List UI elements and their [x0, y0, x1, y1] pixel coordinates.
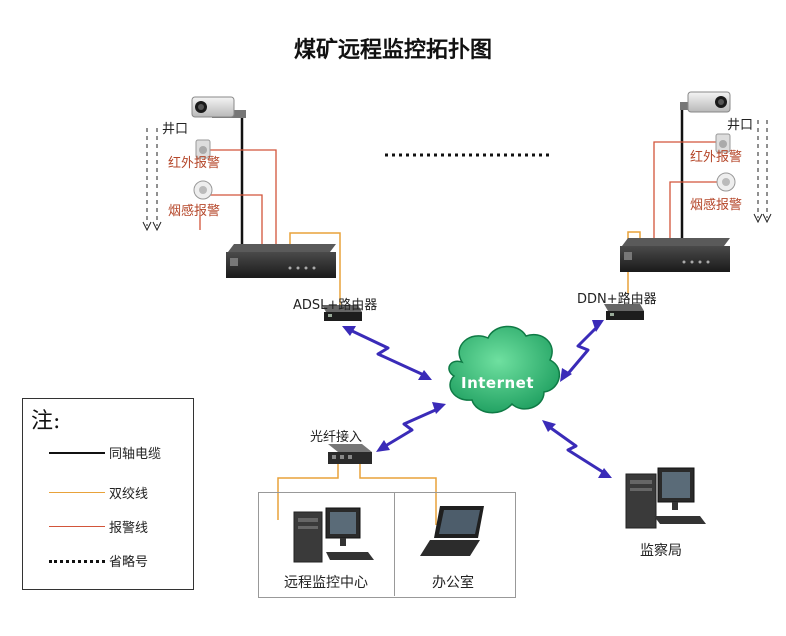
legend-swatch-ellipsis — [49, 560, 105, 563]
legend-item-twisted-pair: 双绞线 — [23, 482, 193, 502]
fiber-switch-icon — [328, 444, 372, 464]
right-well-label: 井口 — [727, 118, 754, 133]
right-ir-sensor-icon — [715, 133, 731, 153]
right-dvr-icon — [620, 238, 730, 272]
supervision-computer-icon — [625, 467, 706, 529]
wireless-link-fiber — [376, 402, 446, 452]
left-dvr-icon — [226, 244, 336, 278]
legend-swatch-alarm-line — [49, 526, 105, 527]
supervision-bureau-label: 监察局 — [640, 543, 682, 559]
left-dashed-arrow-1 — [142, 128, 152, 232]
office-group-divider — [394, 492, 395, 596]
fiber-twisted-pair-office — [359, 464, 437, 525]
legend-title: 注: — [31, 409, 61, 434]
wireless-link-left — [342, 326, 432, 380]
wireless-link-right — [560, 320, 604, 382]
right-ir-alarm-label: 红外报警 — [690, 150, 743, 165]
right-router-label: DDN+路由器 — [577, 292, 657, 307]
fiber-access-label: 光纤接入 — [310, 430, 363, 445]
office-label: 办公室 — [432, 575, 474, 591]
left-alarm-line-smoke — [210, 194, 263, 244]
monitoring-center-label: 远程监控中心 — [284, 575, 368, 591]
right-dashed-arrow-1 — [753, 120, 763, 224]
legend-swatch-twisted-pair — [49, 492, 105, 493]
wireless-link-supervision — [542, 420, 612, 478]
right-alarm-line-smoke — [669, 181, 718, 238]
legend-label-ellipsis: 省略号 — [109, 555, 149, 570]
left-ir-alarm-label: 红外报警 — [168, 156, 221, 171]
right-smoke-sensor-icon — [716, 172, 736, 192]
legend-swatch-coax — [49, 452, 105, 454]
legend-label-coax: 同轴电缆 — [109, 447, 162, 462]
left-twisted-pair — [289, 232, 341, 305]
center-computer-icon — [293, 507, 374, 563]
left-smoke-sensor-icon — [193, 180, 213, 200]
left-camera-icon — [191, 96, 246, 118]
left-alarm-line-ir — [210, 149, 277, 244]
right-smoke-alarm-label: 烟感报警 — [690, 198, 743, 213]
legend-label-alarm-line: 报警线 — [109, 521, 149, 536]
left-router-icon — [322, 305, 362, 321]
left-smoke-alarm-label: 烟感报警 — [168, 204, 221, 219]
legend-label-twisted-pair: 双绞线 — [109, 487, 149, 502]
office-group-box — [258, 492, 516, 598]
left-well-label: 井口 — [162, 122, 189, 137]
legend-item-ellipsis: 省略号 — [23, 550, 193, 570]
fiber-twisted-pair-center — [277, 464, 339, 520]
right-router-icon — [604, 304, 644, 320]
left-router-label: ADSL+路由器 — [293, 298, 378, 313]
diagram-title: 煤矿远程监控拓扑图 — [293, 37, 492, 63]
internet-cloud-icon — [448, 325, 561, 414]
right-alarm-line-ir — [653, 141, 720, 238]
internet-label: Internet — [461, 374, 535, 392]
right-dashed-arrow-2 — [762, 120, 772, 224]
legend-item-coax: 同轴电缆 — [23, 442, 193, 462]
right-camera-icon — [680, 91, 731, 113]
office-laptop-icon — [420, 506, 484, 556]
legend-item-alarm-line: 报警线 — [23, 516, 193, 536]
legend: 注: 同轴电缆 双绞线 报警线 省略号 — [22, 398, 194, 590]
left-dashed-arrow-2 — [152, 128, 162, 232]
left-ir-sensor-icon — [195, 139, 211, 159]
